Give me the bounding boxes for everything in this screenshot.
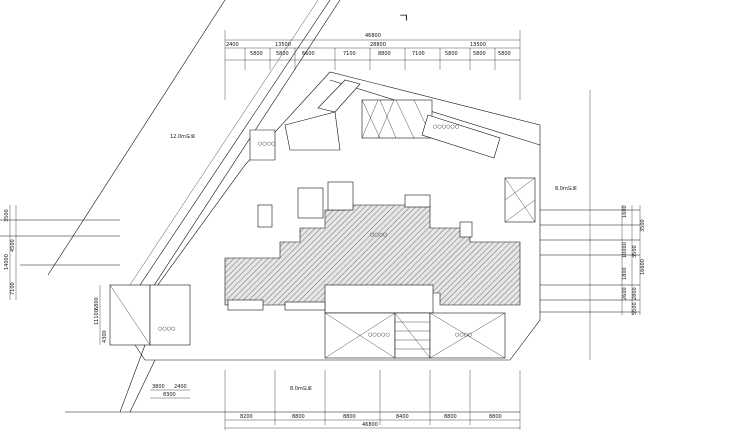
dim-label: 8400 xyxy=(396,414,409,420)
label-road-right: 8.0m도로 xyxy=(555,186,577,192)
dim-label: 1800 xyxy=(622,267,628,280)
label-road-upper-left: 12.0m도로 xyxy=(170,134,196,140)
dim-label: 4300 xyxy=(102,330,108,343)
dim-label: 6600 xyxy=(302,51,315,57)
dim-label: 8800 xyxy=(444,414,457,420)
label-lower-left: ○○○○ xyxy=(158,326,175,332)
dim-label: 7100 xyxy=(343,51,356,57)
dim-label: 8800 xyxy=(489,414,502,420)
upper-parking-blocks: ○○○○○○ ○○○○ 12.0m도로 8.0m도로 xyxy=(170,79,577,223)
right-dimensions: 1600 3500 10000 3500 1800 2600 2800 1660… xyxy=(621,205,646,315)
dim-label: 5800 xyxy=(498,51,511,57)
right-road-lines xyxy=(540,90,640,360)
dim-label: 7100 xyxy=(10,282,16,295)
label-center: ○○○○ xyxy=(370,232,387,238)
label-bottom-right: ○○○○ xyxy=(455,332,472,338)
dim-label: 5800 xyxy=(445,51,458,57)
lower-blocks: ○○○○○ ○○○○ ○○○○ xyxy=(109,284,506,359)
dim-label: 14000 xyxy=(4,254,10,270)
bottom-total-dim: 46800 xyxy=(362,422,378,428)
dim-label: 28800 xyxy=(370,42,386,48)
dim-label: 8800 xyxy=(292,414,305,420)
dim-label: 8800 xyxy=(343,414,356,420)
dim-label: 5500 xyxy=(632,302,638,315)
label-road-bottom: 8.0m도로 xyxy=(290,386,312,392)
bottom-dimensions: 8.0m도로 8200 8800 8800 8400 8800 8800 468… xyxy=(65,370,521,430)
label-bottom-mid: ○○○○○ xyxy=(368,332,390,338)
north-mark: ㄱ xyxy=(398,11,409,25)
building-footprint: ○○○○ xyxy=(224,181,521,314)
dim-label: 3500 xyxy=(640,219,646,232)
dim-label: 8200 xyxy=(240,414,253,420)
dim-label: 4500 xyxy=(10,239,16,252)
dim-label: 5800 xyxy=(250,51,263,57)
dim-label: 2800 xyxy=(632,287,638,300)
left-road-lines xyxy=(0,219,120,266)
top-total-dim: 46800 xyxy=(365,33,381,39)
dim-label: 8300 xyxy=(163,392,176,398)
dim-label: 8800 xyxy=(378,51,391,57)
dim-label: 1600 xyxy=(622,205,628,218)
dim-label: 5800 xyxy=(276,51,289,57)
dim-label: 7100 xyxy=(412,51,425,57)
dim-label: 16600 xyxy=(640,259,646,275)
dim-label: 5800 xyxy=(473,51,486,57)
dim-label: 2400 xyxy=(174,384,187,390)
dim-label: 13500 xyxy=(275,42,291,48)
diagonal-road-lines xyxy=(47,0,341,413)
dim-label: 6800 xyxy=(94,297,100,310)
dim-label: 2600 xyxy=(622,287,628,300)
dim-label: 3500 xyxy=(632,245,638,258)
left-dimensions: 3500 4500 14000 7100 6800 11100 4300 xyxy=(4,205,108,345)
dim-label: 2400 xyxy=(226,42,239,48)
label-upper-block: ○○○○○○ xyxy=(433,124,459,130)
dim-label: 3500 xyxy=(4,209,10,222)
dim-label: 13500 xyxy=(470,42,486,48)
dim-label: 11100 xyxy=(94,309,100,325)
dim-label: 3800 xyxy=(152,384,165,390)
top-dimensions: 46800 2400 13500 28800 13500 5800 5800 6… xyxy=(224,30,521,100)
dim-label: 10000 xyxy=(622,242,628,258)
label-small-box: ○○○○ xyxy=(258,141,275,147)
